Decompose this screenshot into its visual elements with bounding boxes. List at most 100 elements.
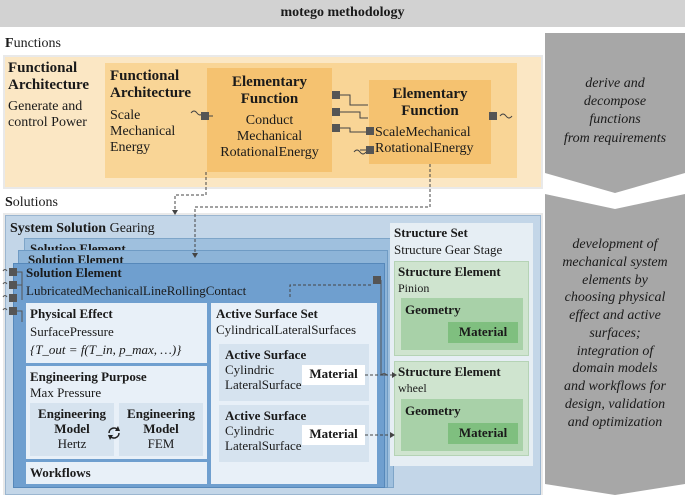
- port-ef1-2: [332, 108, 340, 116]
- solutions-heading-initial: S: [5, 195, 13, 210]
- functions-side-chevron: [545, 33, 685, 193]
- port-ef2-in2: [366, 146, 374, 154]
- solutions-side-l2: mechanical system: [562, 254, 668, 270]
- active-surface-set-name: CylindricalLateralSurfaces: [216, 322, 357, 337]
- active-surface-2-material: Material: [309, 426, 358, 441]
- solution-element-stack-mid-title: Solution Element: [28, 253, 124, 264]
- fa-inner-title: Functional Architecture: [110, 68, 191, 103]
- functions-side-l2: decompose: [583, 94, 647, 110]
- active-surface-2-material-box: [302, 425, 365, 445]
- workflows-label: Workflows: [30, 465, 91, 480]
- ef1-title: Elementary Function: [207, 74, 332, 109]
- engineering-model-hertz: [30, 403, 114, 456]
- fa-outer-title-l1: Functional: [8, 60, 78, 76]
- structure-element-1-material-box: [448, 322, 518, 343]
- port-ef1-1: [332, 91, 340, 99]
- ef1-title-l1: Elementary: [232, 74, 307, 90]
- fa-inner-desc-l2: Mechanical: [110, 124, 176, 140]
- structure-element-2-title: Structure Element: [398, 364, 501, 379]
- ef1-desc-l1: Conduct: [245, 113, 294, 128]
- system-solution-name: Gearing: [109, 221, 155, 236]
- solutions-side-l11: and optimization: [567, 414, 663, 430]
- structure-element-2-geometry-label: Geometry: [405, 403, 461, 418]
- structure-element-1-name: Pinion: [398, 281, 430, 295]
- functions-side-l1: derive and: [585, 76, 645, 91]
- ef2-desc: ScaleMechanical RotationalEnergy: [375, 125, 474, 157]
- cycle-icon: [108, 426, 120, 440]
- active-surface-2-l1: Cylindric: [225, 422, 275, 438]
- fa-outer-title: Functional Architecture: [8, 60, 89, 95]
- ef2-title: Elementary Function: [369, 86, 491, 121]
- active-surface-2-title: Active Surface: [225, 408, 307, 423]
- solution-element-stack-back-title: Solution Element: [30, 242, 126, 252]
- solutions-side-l7: integration of: [576, 343, 654, 359]
- solutions-side-l3: elements by: [582, 272, 648, 288]
- physical-effect-box: [26, 303, 207, 363]
- solutions-side-l9: and workflows for: [564, 379, 666, 395]
- port-se-2: [9, 281, 17, 289]
- structure-element-1-geometry-label: Geometry: [405, 302, 461, 317]
- engineering-model-hertz-text: Engineering Model Hertz: [30, 406, 114, 452]
- elementary-function-1: [207, 68, 332, 172]
- functions-side-l4: from requirements: [563, 130, 667, 146]
- fa-inner-desc: Scale Mechanical Energy: [110, 108, 175, 156]
- title-banner: [0, 0, 685, 27]
- solutions-side-l4: choosing physical: [564, 290, 666, 306]
- fa-inner-desc-l3: Energy: [110, 140, 151, 156]
- solutions-side-l10: design, validation: [564, 396, 666, 412]
- diagram-title: motego methodology: [280, 5, 405, 20]
- solutions-heading-rest: olutions: [12, 195, 58, 210]
- solutions-heading: Solutions: [5, 195, 58, 211]
- system-solution-label: System Solution Gearing: [10, 221, 155, 237]
- engineering-purpose-title: Engineering Purpose: [30, 369, 147, 384]
- port-ef1-3: [332, 124, 340, 132]
- ef2-title-l1: Elementary: [392, 86, 468, 102]
- ef1-title-l2: Function: [240, 91, 299, 108]
- fa-inner-title-l2: Architecture: [110, 85, 192, 102]
- functions-heading-initial: F: [5, 36, 14, 51]
- active-surface-1-material: Material: [309, 366, 358, 381]
- fa-outer-desc-l2: control Power: [8, 115, 87, 131]
- model1-l1: Engineering: [38, 406, 106, 421]
- structure-element-1-title: Structure Element: [398, 264, 501, 279]
- active-surface-1-title: Active Surface: [225, 347, 307, 362]
- structure-element-2-material-box: [448, 423, 518, 444]
- model1-name: Hertz: [57, 435, 87, 451]
- solutions-side-l8: domain models: [572, 361, 658, 377]
- functions-side-text: derive and decompose functions from requ…: [548, 75, 682, 148]
- solutions-side-text: development of mechanical system element…: [548, 236, 682, 431]
- active-surface-1-text: Active Surface Cylindric LateralSurface: [225, 347, 307, 393]
- structure-element-1-material: Material: [458, 324, 508, 339]
- port-se-3: [9, 294, 17, 302]
- port-ef2-out: [489, 112, 497, 120]
- ef2-title-l2: Function: [401, 103, 459, 120]
- elementary-function-2: [369, 80, 491, 164]
- ef2-desc-l1: ScaleMechanical: [375, 125, 471, 140]
- active-surface-set-title: Active Surface Set: [216, 306, 318, 321]
- active-surface-1-l1: Cylindric: [225, 361, 275, 377]
- port-se-out: [373, 276, 381, 284]
- ef1-desc-l3: RotationalEnergy: [220, 145, 319, 161]
- ef1-desc: Conduct Mechanical RotationalEnergy: [207, 113, 332, 161]
- trace-link-fa: [174, 172, 207, 212]
- functions-side-l3: functions: [589, 112, 641, 128]
- port-ef2-in: [366, 127, 374, 135]
- workflows-box: [26, 462, 207, 484]
- solutions-side-chevron: [545, 194, 685, 495]
- ef1-desc-l2: Mechanical: [236, 129, 303, 145]
- active-surface-2-l2: LateralSurface: [225, 437, 302, 453]
- trace-link-pe: [289, 284, 373, 297]
- functions-heading: Functions: [5, 36, 61, 52]
- system-solution-title: System Solution: [10, 221, 107, 236]
- structure-set-title: Structure Set: [394, 225, 468, 240]
- physical-effect-name: SurfacePressure: [30, 324, 114, 339]
- active-surface-2-text: Active Surface Cylindric LateralSurface: [225, 408, 307, 454]
- model1-l2: Model: [54, 420, 90, 436]
- solutions-side-l6: surfaces;: [589, 325, 641, 341]
- ef2-desc-l2: RotationalEnergy: [375, 141, 474, 157]
- functions-heading-rest: unctions: [13, 36, 62, 51]
- fa-outer-desc: Generate and control Power: [8, 99, 87, 131]
- physical-effect-title: Physical Effect: [30, 306, 113, 321]
- model2-l2: Model: [143, 420, 179, 436]
